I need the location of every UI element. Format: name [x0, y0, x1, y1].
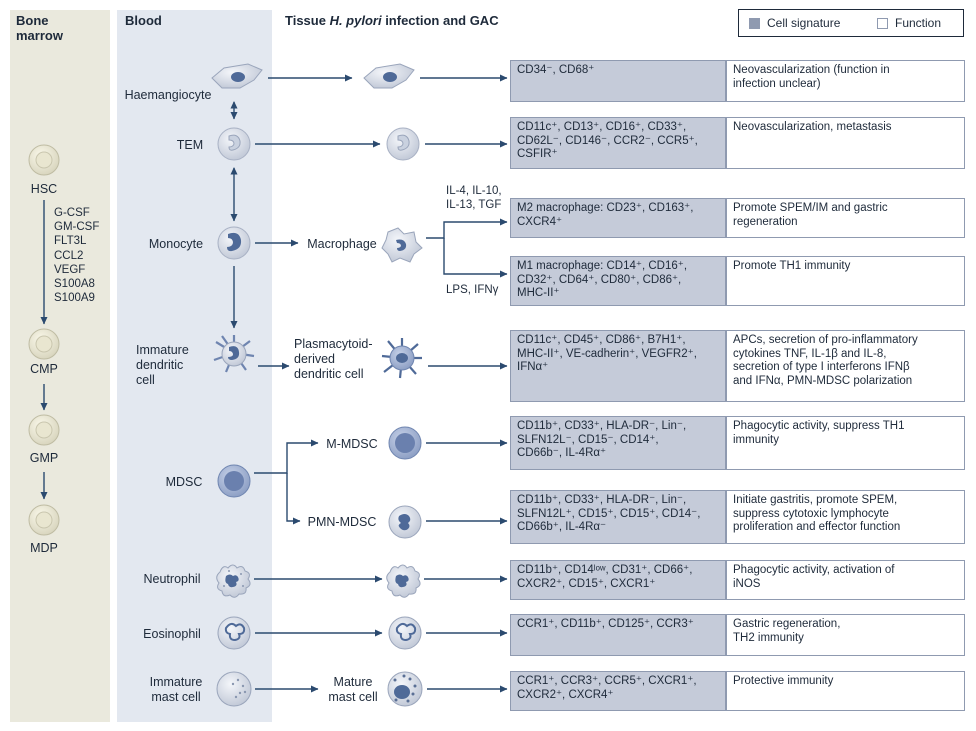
- cmp-cell: [28, 328, 60, 360]
- signature-box: CD11c⁺, CD13⁺, CD16⁺, CD33⁺, CD62L⁻, CD1…: [510, 117, 726, 169]
- signature-box: M2 macrophage: CD23⁺, CD163⁺, CXCR4⁺: [510, 198, 726, 238]
- immature-dc-label: Immature dendritic cell: [136, 343, 189, 387]
- function-box: Phagocytic activity, suppress TH1 immuni…: [726, 416, 965, 470]
- haemangiocyte-label: Haemangiocyte: [124, 88, 212, 102]
- signature-box: CD11b⁺, CD33⁺, HLA-DR⁻, Lin⁻, SLFN12L⁺, …: [510, 490, 726, 544]
- factor-item: S100A9: [54, 292, 95, 305]
- mature-mast-cell: [387, 671, 423, 707]
- factor-item: GM-CSF: [54, 221, 100, 234]
- flow-arrows: [230, 74, 508, 693]
- mdp-label: MDP: [30, 541, 58, 555]
- mdsc-label: MDSC: [165, 475, 203, 489]
- growth-factor-list: G-CSF GM-CSF FLT3L CCL2 VEGF S100A8 S100…: [54, 206, 99, 305]
- tissue-header: Tissue H. pylori infection and GAC: [285, 13, 499, 28]
- pmn-mdsc-label: PMN-MDSC: [307, 515, 377, 529]
- hsc-cell: [28, 144, 60, 176]
- signature-box: M1 macrophage: CD14⁺, CD16⁺, CD32⁺, CD64…: [510, 256, 726, 306]
- function-box: Neovascularization, metastasis: [726, 117, 965, 169]
- monocyte-label: Monocyte: [148, 237, 204, 251]
- legend: Cell signature Function: [738, 9, 964, 37]
- m1-cytokines-label: LPS, IFNγ: [446, 284, 499, 296]
- gmp-cell: [28, 414, 60, 446]
- function-box: Promote TH1 immunity: [726, 256, 965, 306]
- hsc-label: HSC: [30, 182, 58, 196]
- legend-signature-swatch: [749, 18, 760, 29]
- pdc-cell: [381, 338, 422, 379]
- mdsc-cell: [217, 464, 251, 498]
- mdp-cell: [28, 504, 60, 536]
- factor-item: FLT3L: [54, 235, 87, 248]
- pmn-mdsc-cell: [388, 505, 422, 539]
- function-box: APCs, secretion of pro-inflammatory cyto…: [726, 330, 965, 402]
- m-mdsc-label: M-MDSC: [326, 437, 378, 451]
- tissue-haemangiocyte-cell: [363, 63, 415, 89]
- legend-function-label: Function: [895, 16, 942, 30]
- immature-mast-label: Immature mast cell: [149, 675, 203, 704]
- function-box: Initiate gastritis, promote SPEM, suppre…: [726, 490, 965, 544]
- neutrophil-cell: [216, 564, 251, 598]
- factor-item: S100A8: [54, 278, 95, 291]
- mature-mast-label: Mature mast cell: [328, 675, 378, 704]
- eosinophil-cell: [217, 616, 251, 650]
- function-box: Gastric regeneration, TH2 immunity: [726, 614, 965, 656]
- factor-item: G-CSF: [54, 207, 90, 219]
- eosinophil-label: Eosinophil: [143, 627, 201, 641]
- legend-signature-label: Cell signature: [767, 16, 841, 30]
- gmp-label: GMP: [29, 451, 59, 465]
- immature-dc-cell: [213, 335, 255, 373]
- legend-function-swatch: [877, 18, 888, 29]
- pdc-label: Plasmacytoid- derived dendritic cell: [294, 337, 373, 381]
- bone-marrow-panel: [10, 10, 110, 722]
- haemangiocyte-cell: [211, 63, 263, 89]
- monocyte-cell: [217, 226, 251, 260]
- m2-cytokines-label: IL-4, IL-10, IL-13, TGF: [446, 185, 502, 211]
- neutrophil-label: Neutrophil: [143, 572, 201, 586]
- function-box: Neovascularization (function in infectio…: [726, 60, 965, 102]
- signature-box: CCR1⁺, CD11b⁺, CD125⁺, CCR3⁺: [510, 614, 726, 656]
- function-box: Promote SPEM/IM and gastric regeneration: [726, 198, 965, 238]
- signature-box: CD11b⁺, CD14ˡᵒʷ, CD31⁺, CD66⁺, CXCR2⁺, C…: [510, 560, 726, 600]
- function-box: Protective immunity: [726, 671, 965, 711]
- tissue-neutrophil-cell: [386, 564, 421, 598]
- factor-item: VEGF: [54, 263, 86, 276]
- tem-label: TEM: [176, 138, 204, 152]
- blood-header: Blood: [125, 13, 162, 28]
- signature-box: CD11c⁺, CD45⁺, CD86⁺, B7H1⁺, MHC-II⁺, VE…: [510, 330, 726, 402]
- tissue-eosinophil-cell: [388, 616, 422, 650]
- function-box: Phagocytic activity, activation of iNOS: [726, 560, 965, 600]
- factor-item: CCL2: [54, 249, 84, 262]
- blood-panel: [117, 10, 272, 722]
- macrophage-label: Macrophage: [307, 237, 377, 251]
- signature-box: CD34⁻, CD68⁺: [510, 60, 726, 102]
- signature-box: CCR1⁺, CCR3⁺, CCR5⁺, CXCR1⁺, CXCR2⁺, CXC…: [510, 671, 726, 711]
- signature-box: CD11b⁺, CD33⁺, HLA-DR⁻, Lin⁻, SLFN12L⁻, …: [510, 416, 726, 470]
- m-mdsc-cell: [388, 426, 422, 460]
- macrophage-cell: [381, 227, 423, 263]
- immature-mast-cell: [216, 671, 252, 707]
- bone-marrow-header: Bone marrow: [16, 13, 63, 43]
- tem-cell: [217, 127, 251, 161]
- cmp-label: CMP: [30, 362, 58, 376]
- tissue-tem-cell: [386, 127, 420, 161]
